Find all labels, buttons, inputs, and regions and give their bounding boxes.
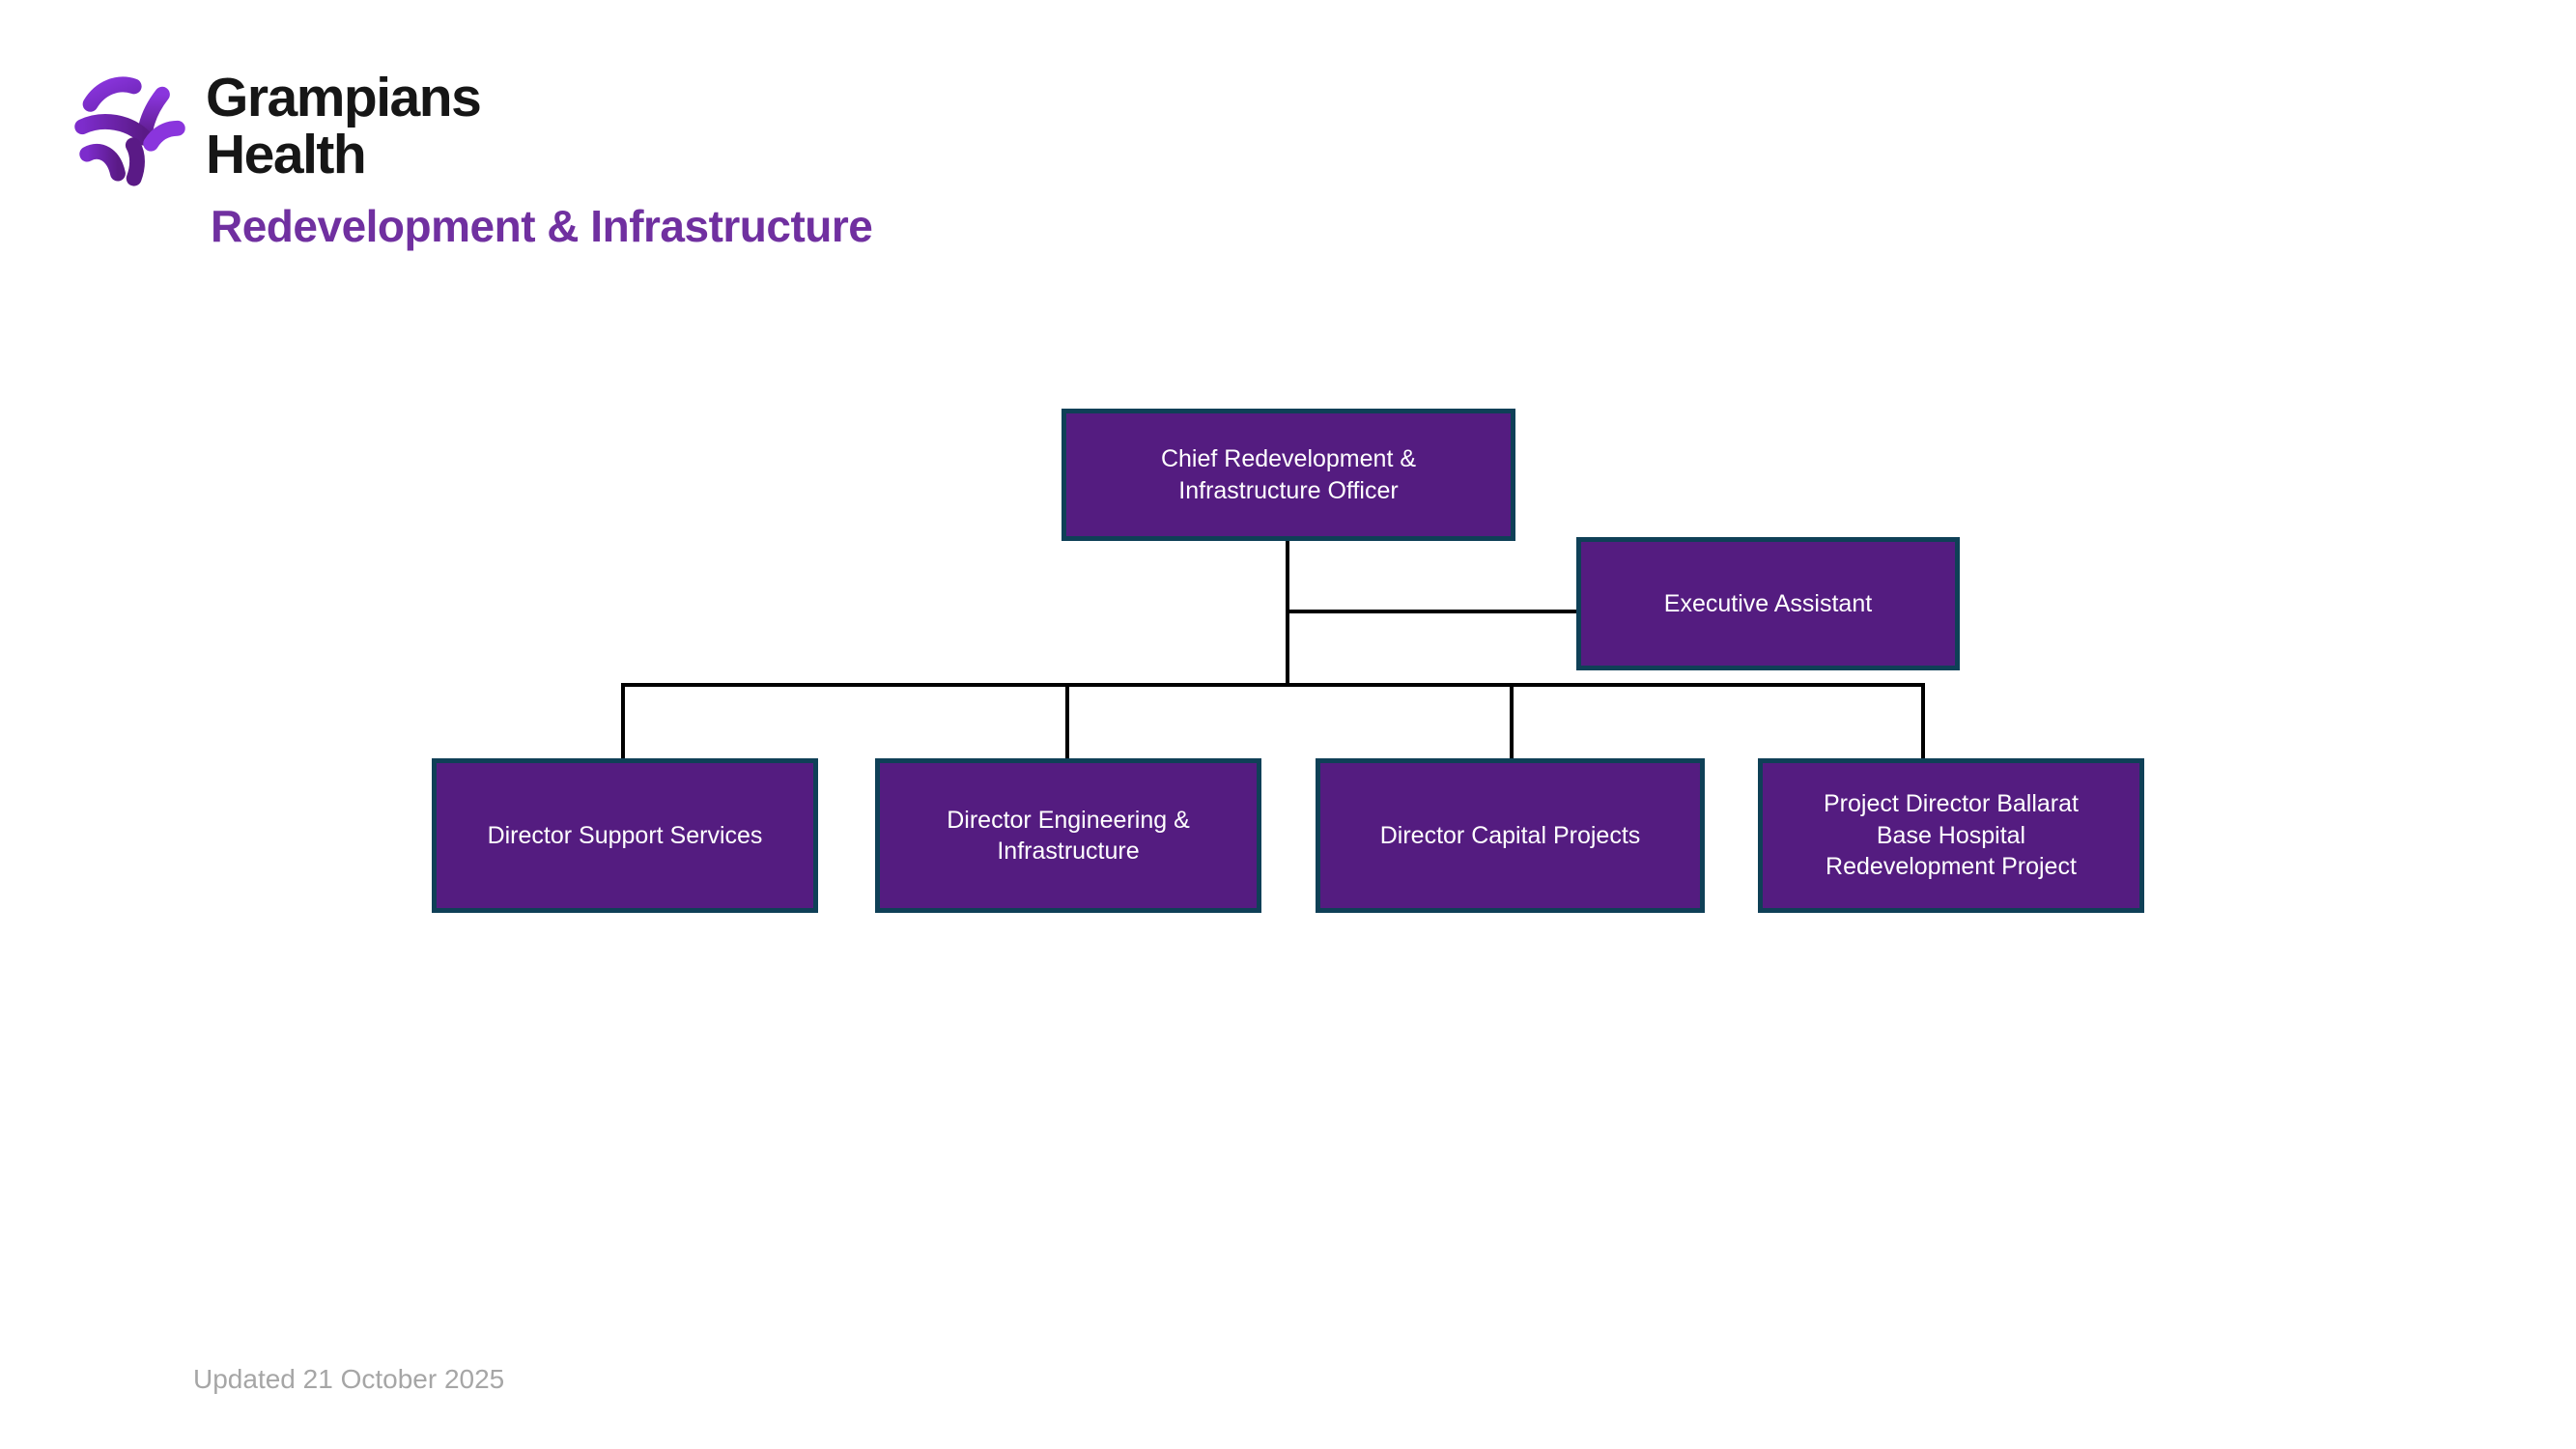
brand-wordmark: Grampians Health	[206, 67, 482, 185]
department-title: Redevelopment & Infrastructure	[211, 201, 873, 251]
connector-drop-capital-projects	[1510, 685, 1514, 758]
org-node-director-engineering-infrastructure: Director Engineering & Infrastructure	[875, 758, 1261, 913]
connector-assistant-horizontal	[1286, 610, 1576, 613]
brand-wordmark-line2: Health	[206, 123, 367, 185]
connector-drop-engineering	[1065, 685, 1069, 758]
org-node-chief-redevelopment-officer: Chief Redevelopment & Infrastructure Off…	[1062, 409, 1515, 541]
org-node-director-support-services: Director Support Services	[432, 758, 818, 913]
org-node-executive-assistant: Executive Assistant	[1576, 537, 1960, 670]
connector-chief-vertical	[1286, 541, 1289, 687]
org-node-director-capital-projects: Director Capital Projects	[1316, 758, 1705, 913]
grampians-health-logo-icon	[74, 76, 185, 186]
connector-reports-horizontal	[621, 683, 1925, 687]
connector-drop-support-services	[621, 685, 625, 758]
footer-updated-date: Updated 21 October 2025	[193, 1364, 505, 1394]
brand-wordmark-line1: Grampians	[206, 67, 482, 128]
org-node-project-director-ballarat: Project Director Ballarat Base Hospital …	[1758, 758, 2144, 913]
connector-drop-project-director	[1921, 685, 1925, 758]
